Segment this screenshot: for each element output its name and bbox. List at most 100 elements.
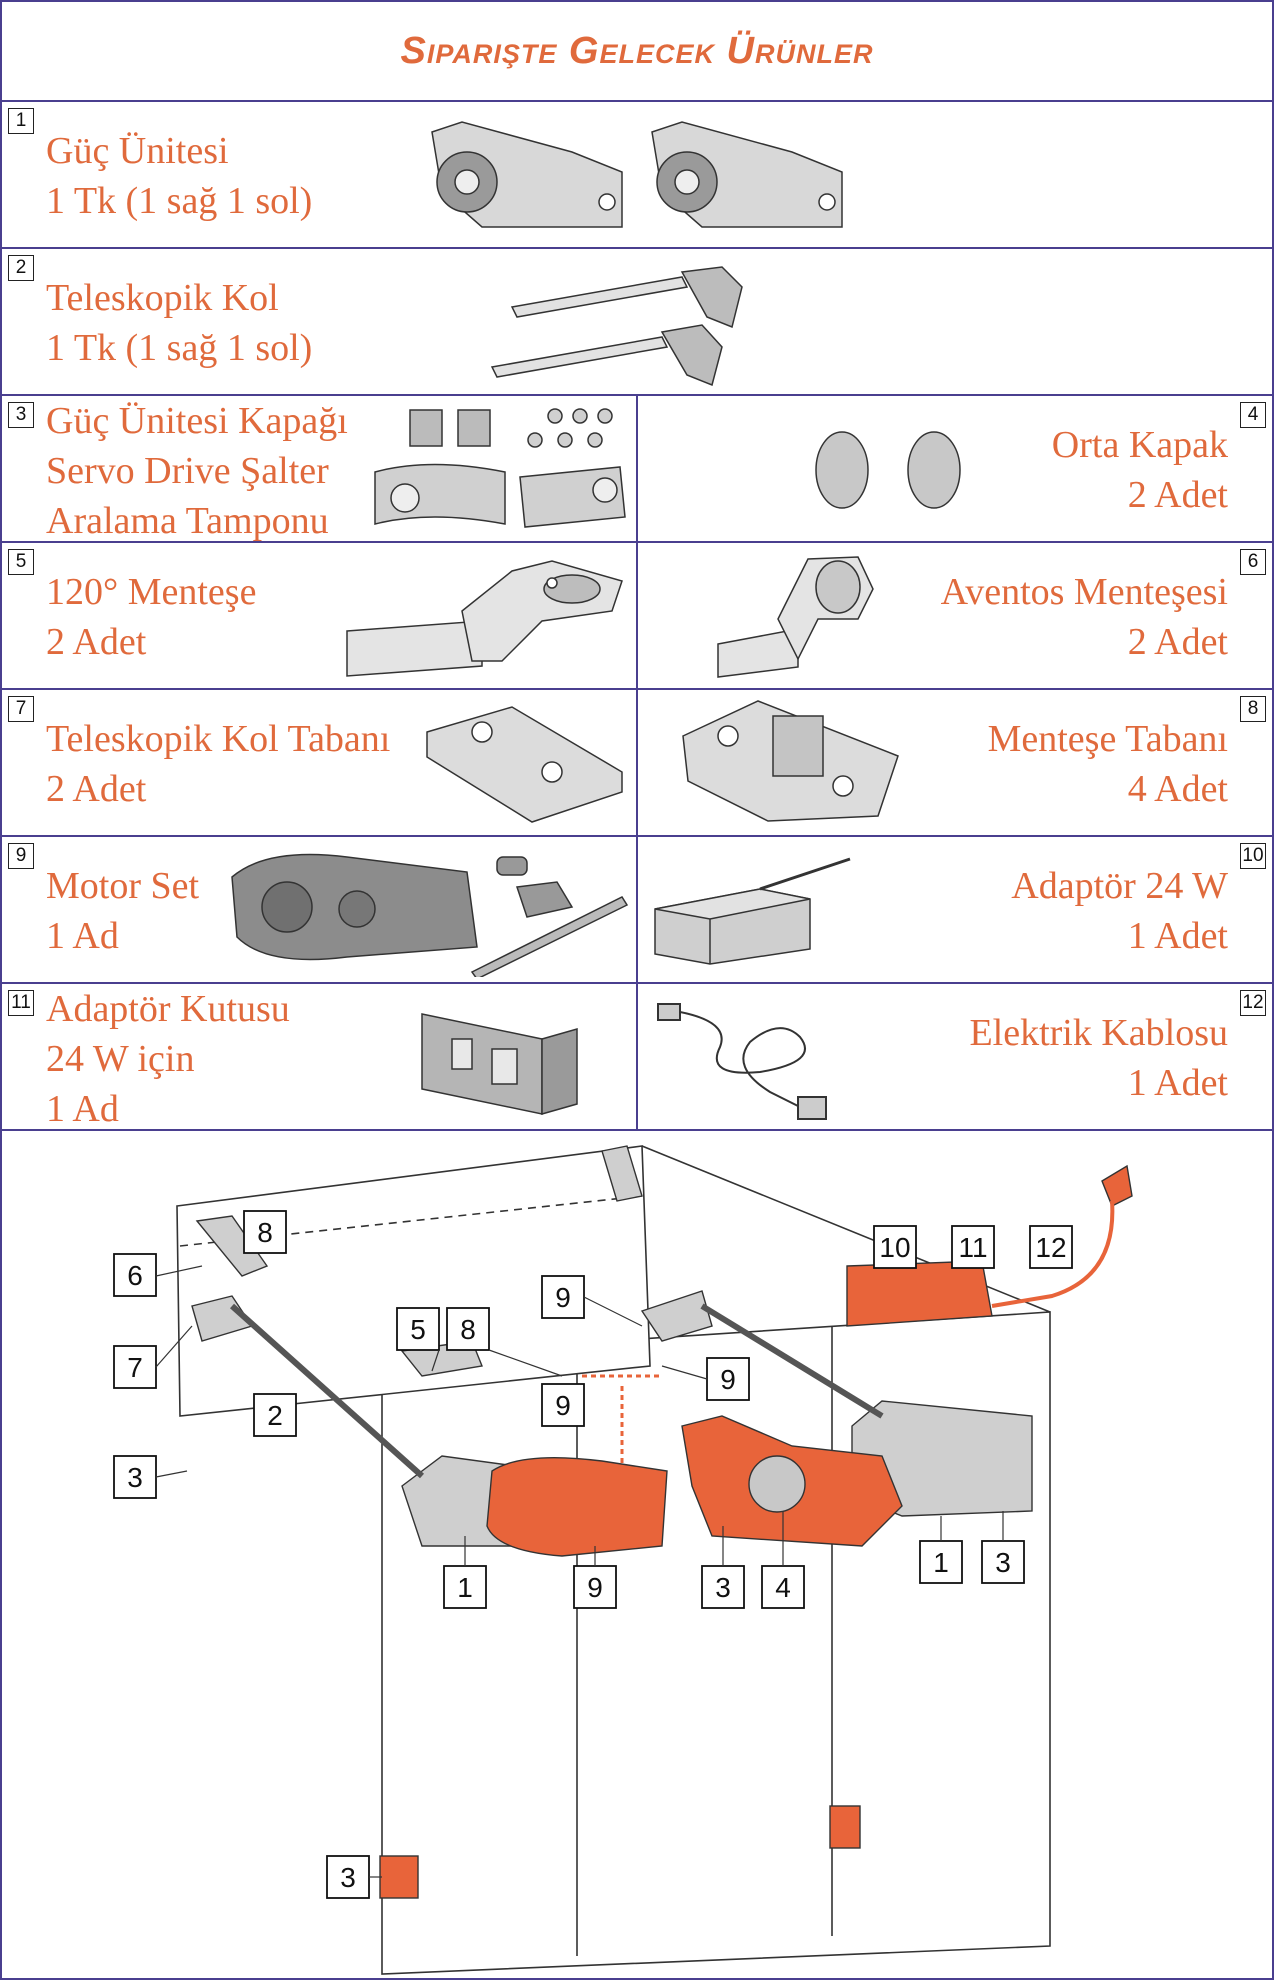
aventos-hinge-image — [717, 556, 874, 678]
item-text: Adaptör Kutusu 24 W için 1 Ad — [46, 984, 290, 1134]
telescopic-arm-image — [490, 266, 743, 387]
item-line: 24 W için — [46, 1038, 195, 1080]
arm-base-image — [426, 706, 623, 823]
row-items-3-4: 3 Güç Ünitesi Kapağı Servo Drive Şalter … — [2, 396, 1272, 543]
item-line: 120° Menteşe — [46, 571, 257, 613]
center-cap-image — [815, 431, 961, 509]
item-number: 12 — [1240, 990, 1266, 1016]
item-line: Güç Ünitesi — [46, 130, 229, 172]
item-line: Adaptör 24 W — [1011, 865, 1228, 907]
item-number: 6 — [1240, 549, 1266, 575]
power-cable-image — [657, 1003, 827, 1120]
item-number: 1 — [8, 108, 34, 134]
callout-label: 5 — [410, 1314, 426, 1345]
item-3-cell: 3 Güç Ünitesi Kapağı Servo Drive Şalter … — [2, 396, 638, 542]
item-line: Elektrik Kablosu — [969, 1012, 1228, 1054]
item-text: Elektrik Kablosu 1 Adet — [969, 1008, 1228, 1108]
callout-label: 9 — [555, 1390, 571, 1421]
item-number: 8 — [1240, 696, 1266, 722]
item-line: Motor Set — [46, 865, 200, 907]
row-items-11-12: 11 Adaptör Kutusu 24 W için 1 Ad 12 Elek… — [2, 984, 1272, 1131]
item-line: 2 Adet — [46, 768, 147, 810]
item-text: 120° Menteşe 2 Adet — [46, 567, 256, 667]
item-number: 7 — [8, 696, 34, 722]
callout-label: 9 — [720, 1364, 736, 1395]
callout-label: 12 — [1035, 1232, 1066, 1263]
item-line: 1 Tk (1 sağ 1 sol) — [46, 327, 313, 369]
item-line: 1 Adet — [1127, 1062, 1228, 1104]
item-1-cell: 1 Güç Ünitesi 1 Tk (1 sağ 1 sol) — [2, 102, 1272, 247]
item-4-cell: 4 Orta Kapak 2 Adet — [638, 396, 1272, 541]
page-title-bar: Siparişte Gelecek Ürünler — [2, 2, 1272, 102]
item-text: Güç Ünitesi Kapağı Servo Drive Şalter Ar… — [46, 396, 348, 546]
item-line: 1 Tk (1 sağ 1 sol) — [46, 180, 313, 222]
item-number: 2 — [8, 255, 34, 281]
callout-label: 1 — [457, 1572, 473, 1603]
callout-label: 9 — [587, 1572, 603, 1603]
item-line: 1 Adet — [1127, 915, 1228, 957]
item-5-cell: 5 120° Menteşe 2 Adet — [2, 543, 638, 688]
item-12-cell: 12 Elektrik Kablosu 1 Adet — [638, 984, 1272, 1129]
item-number: 5 — [8, 549, 34, 575]
item-text: Aventos Menteşesi 2 Adet — [941, 567, 1228, 667]
item-6-cell: 6 Aventos Menteşesi 2 Adet — [638, 543, 1272, 688]
item-11-cell: 11 Adaptör Kutusu 24 W için 1 Ad — [2, 984, 638, 1130]
item-line: 1 Ad — [46, 1088, 119, 1130]
item-number: 3 — [8, 402, 34, 428]
callout-label: 1 — [933, 1547, 949, 1578]
callout-label: 2 — [267, 1400, 283, 1431]
row-item-1: 1 Güç Ünitesi 1 Tk (1 sağ 1 sol) — [2, 102, 1272, 249]
item-line: Aralama Tamponu — [46, 500, 329, 542]
item-text: Menteşe Tabanı 4 Adet — [988, 714, 1228, 814]
callout-label: 10 — [879, 1232, 910, 1263]
callout-label: 3 — [995, 1547, 1011, 1578]
item-number: 4 — [1240, 402, 1266, 428]
item-line: 2 Adet — [46, 621, 147, 663]
item-text: Adaptör 24 W 1 Adet — [1011, 861, 1228, 961]
callout-label: 3 — [127, 1462, 143, 1493]
row-items-7-8: 7 Teleskopik Kol Tabanı 2 Adet 8 Menteşe… — [2, 690, 1272, 837]
cover-switch-bumper-image — [374, 408, 626, 528]
hinge-120-image — [346, 560, 623, 677]
item-7-cell: 7 Teleskopik Kol Tabanı 2 Adet — [2, 690, 638, 835]
adapter-image — [654, 857, 851, 965]
row-items-9-10: 9 Motor Set 1 Ad 10 Adaptör 24 W — [2, 837, 1272, 984]
row-items-5-6: 5 120° Menteşe 2 Adet 6 Aventos Menteşes… — [2, 543, 1272, 690]
hinge-base-image — [682, 700, 899, 822]
item-line: Aventos Menteşesi — [940, 571, 1228, 613]
callout-label: 4 — [775, 1572, 791, 1603]
item-line: 4 Adet — [1127, 768, 1228, 810]
item-line: Güç Ünitesi Kapağı — [46, 400, 348, 442]
adapter-box-image — [421, 1013, 578, 1115]
item-line: 2 Adet — [1127, 621, 1228, 663]
item-line: Adaptör Kutusu — [46, 988, 290, 1030]
item-line: Orta Kapak — [1051, 424, 1228, 466]
item-text: Güç Ünitesi 1 Tk (1 sağ 1 sol) — [46, 126, 312, 226]
item-text: Motor Set 1 Ad — [46, 861, 199, 961]
power-unit-image — [431, 121, 843, 228]
callout-label: 3 — [340, 1862, 356, 1893]
callout-label: 8 — [257, 1217, 273, 1248]
page-title: Siparişte Gelecek Ürünler — [400, 29, 874, 72]
callout-label: 7 — [127, 1352, 143, 1383]
item-8-cell: 8 Menteşe Tabanı 4 Adet — [638, 690, 1272, 835]
item-line: Teleskopik Kol Tabanı — [46, 718, 391, 760]
item-number: 9 — [8, 843, 34, 869]
callout-label: 8 — [460, 1314, 476, 1345]
item-text: Teleskopik Kol Tabanı 2 Adet — [46, 714, 390, 814]
item-line: Menteşe Tabanı — [987, 718, 1228, 760]
item-2-cell: 2 Teleskopik Kol 1 Tk (1 sağ 1 sol) — [2, 249, 1272, 394]
item-10-cell: 10 Adaptör 24 W 1 Adet — [638, 837, 1272, 982]
item-line: Teleskopik Kol — [46, 277, 279, 319]
item-number: 11 — [8, 990, 34, 1016]
callout-label: 9 — [555, 1282, 571, 1313]
item-text: Orta Kapak 2 Adet — [1052, 420, 1228, 520]
callout-label: 11 — [958, 1232, 987, 1263]
item-number: 10 — [1240, 843, 1266, 869]
item-text: Teleskopik Kol 1 Tk (1 sağ 1 sol) — [46, 273, 312, 373]
motor-set-image — [231, 853, 629, 977]
assembly-diagram: 8 6 7 2 3 5 8 9 9 9 10 11 12 1 9 3 4 1 3… — [113, 1145, 1133, 1975]
callout-label: 6 — [127, 1260, 143, 1291]
item-9-cell: 9 Motor Set 1 Ad — [2, 837, 638, 982]
